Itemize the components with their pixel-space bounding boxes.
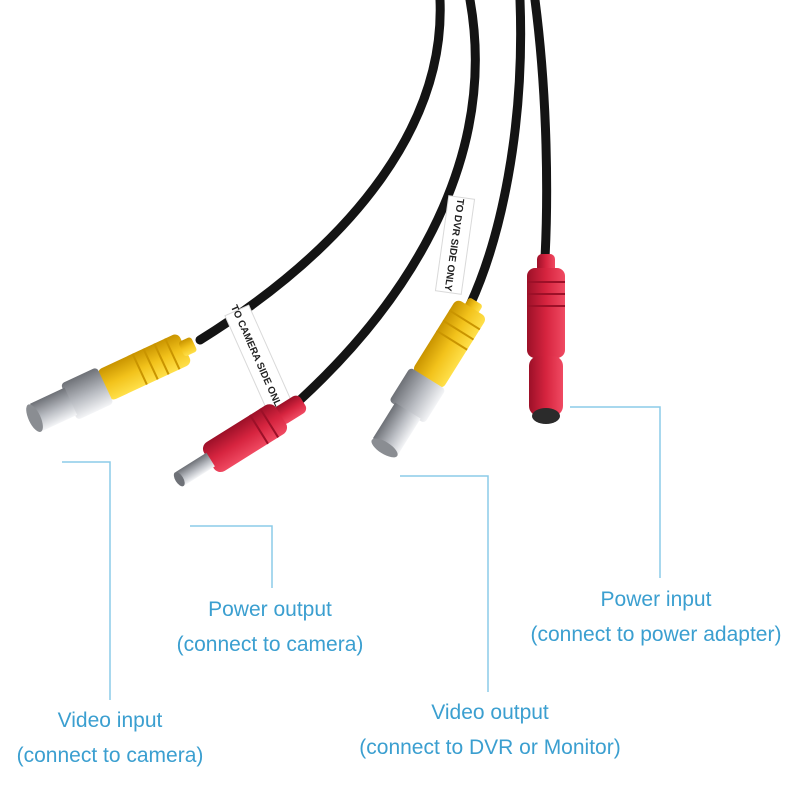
cables bbox=[195, 0, 552, 405]
power-input-line bbox=[570, 406, 661, 578]
power-input-subtitle: (connect to power adapter) bbox=[530, 623, 782, 646]
power-output-subtitle: (connect to camera) bbox=[176, 633, 364, 656]
video-output-connector bbox=[371, 298, 485, 458]
power-input-label: Power input (connect to power adapter) bbox=[525, 582, 787, 652]
power-output-title: Power output bbox=[208, 598, 332, 621]
power-output-line bbox=[190, 525, 273, 588]
video-input-connector bbox=[26, 334, 197, 432]
camera-side-tag-text: TO CAMERA SIDE ONLY bbox=[228, 303, 285, 414]
power-output-cable bbox=[295, 0, 480, 405]
video-input-title: Video input bbox=[57, 709, 163, 732]
video-output-label: Video output (connect to DVR or Monitor) bbox=[355, 695, 625, 765]
video-input-label: Video input (connect to camera) bbox=[10, 703, 210, 773]
power-output-connector bbox=[173, 395, 307, 487]
video-output-line bbox=[400, 475, 489, 692]
power-output-label: Power output (connect to camera) bbox=[170, 592, 370, 662]
video-output-cable bbox=[465, 0, 526, 310]
power-input-cable bbox=[530, 0, 552, 263]
video-input-subtitle: (connect to camera) bbox=[16, 744, 204, 767]
dvr-side-tag: TO DVR SIDE ONLY bbox=[434, 195, 476, 295]
video-input-line bbox=[62, 461, 111, 700]
callout-lines bbox=[62, 406, 661, 700]
power-input-title: Power input bbox=[600, 588, 712, 611]
video-output-subtitle: (connect to DVR or Monitor) bbox=[359, 736, 621, 759]
video-output-title: Video output bbox=[431, 701, 549, 724]
camera-side-tag: TO CAMERA SIDE ONLY bbox=[224, 303, 292, 414]
video-input-cable bbox=[195, 0, 445, 345]
power-input-connector bbox=[527, 254, 565, 424]
